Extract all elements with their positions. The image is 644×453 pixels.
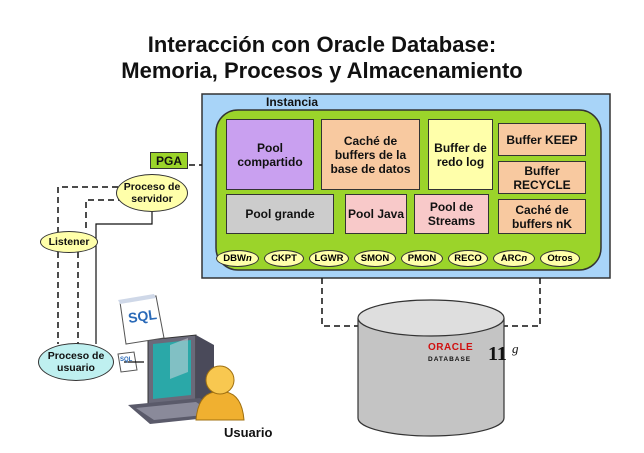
- large-pool-box: Pool grande: [226, 194, 334, 234]
- bg-process-pmon-label: PMON: [407, 253, 437, 264]
- keep-buffer-box: Buffer KEEP: [498, 123, 586, 156]
- oracle-suffix-text: g: [512, 341, 519, 356]
- pga-label: PGA: [155, 153, 182, 168]
- connector-instance-db-left: [321, 278, 358, 327]
- listener-ellipse: Listener: [40, 231, 98, 253]
- user-process-ellipse: Proceso de usuario: [38, 343, 114, 381]
- listener-label: Listener: [48, 236, 90, 248]
- bg-process-reco: RECO: [448, 250, 488, 267]
- redo-log-buffer-label: Buffer de redo log: [434, 140, 487, 169]
- keep-buffer-label: Buffer KEEP: [506, 132, 578, 147]
- streams-pool-label: Pool de Streams: [427, 200, 476, 228]
- recycle-buffer-box: Buffer RECYCLE: [498, 161, 586, 194]
- connector-server-listener: [57, 186, 118, 232]
- sql-small-text: SQL: [120, 357, 133, 363]
- bg-process-smon: SMON: [354, 250, 396, 267]
- redo-log-buffer-box: Buffer de redo log: [428, 119, 493, 190]
- bg-process-dbwn: DBWn: [216, 250, 259, 267]
- instance-label: Instancia: [266, 95, 319, 109]
- user-figure-icon: [195, 365, 245, 421]
- connector-server-listener-2: [85, 199, 124, 232]
- shared-pool-box: Pool compartido: [226, 119, 314, 190]
- bg-process-arcn: ARCn: [493, 250, 535, 267]
- bg-process-ckpt-label: CKPT: [271, 253, 297, 264]
- bg-process-arcn-label: ARCn: [500, 253, 528, 264]
- server-process-ellipse: Proceso de servidor: [116, 174, 188, 212]
- buffer-cache-box: Caché de buffers de la base de datos: [321, 119, 420, 190]
- oracle-database-logo: ORACLE DATABASE 11 g: [428, 341, 528, 372]
- large-pool-label: Pool grande: [245, 207, 315, 221]
- bg-process-lgwr-label: LGWR: [314, 253, 344, 264]
- user-label: Usuario: [224, 425, 273, 440]
- nk-cache-box: Caché de buffers nK: [498, 199, 586, 234]
- bg-process-otros: Otros: [540, 250, 580, 267]
- oracle-brand-text: ORACLE: [428, 342, 474, 353]
- buffer-cache-label: Caché de buffers de la base de datos: [330, 133, 411, 176]
- bg-process-otros-label: Otros: [547, 253, 573, 264]
- sql-document-large: [118, 294, 165, 345]
- oracle-version-text: 11: [488, 343, 507, 365]
- bg-process-dbwn-label: DBWn: [223, 253, 252, 264]
- database-cylinder: [357, 299, 505, 437]
- server-process-label: Proceso de servidor: [123, 181, 181, 205]
- oracle-product-text: DATABASE: [428, 356, 472, 363]
- bg-process-pmon: PMON: [401, 250, 443, 267]
- user-process-label: Proceso de usuario: [47, 350, 105, 374]
- shared-pool-label: Pool compartido: [237, 140, 303, 169]
- java-pool-box: Pool Java: [345, 194, 407, 234]
- title-line-1: Interacción con Oracle Database:: [147, 32, 497, 57]
- pga-box: PGA: [150, 152, 188, 169]
- bg-process-ckpt: CKPT: [264, 250, 304, 267]
- java-pool-label: Pool Java: [347, 207, 405, 221]
- bg-process-lgwr: LGWR: [309, 250, 349, 267]
- bg-process-smon-label: SMON: [360, 253, 390, 264]
- streams-pool-box: Pool de Streams: [414, 194, 489, 234]
- bg-process-reco-label: RECO: [454, 253, 482, 264]
- recycle-buffer-label: Buffer RECYCLE: [513, 163, 571, 192]
- nk-cache-label: Caché de buffers nK: [512, 202, 572, 231]
- connector-instance-db-right: [504, 278, 541, 327]
- title-line-2: Memoria, Procesos y Almacenamiento: [121, 58, 523, 83]
- connector-server-user: [95, 210, 153, 344]
